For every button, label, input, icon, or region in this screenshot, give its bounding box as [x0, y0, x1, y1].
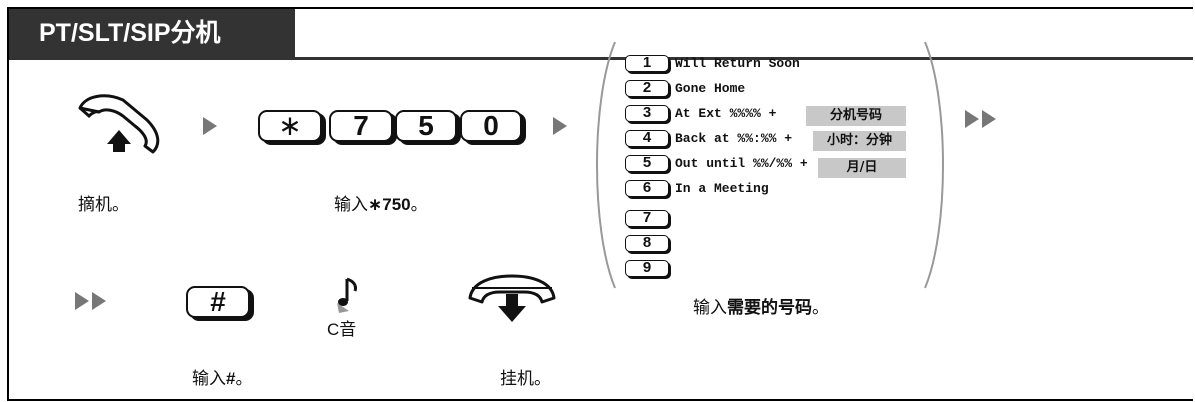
hour-minute-box: 小时：分钟	[813, 131, 906, 151]
option-key-8: 8	[625, 235, 669, 252]
option-text-2: Gone Home	[675, 81, 746, 96]
option-key-3: 3	[625, 105, 669, 122]
arrow-right-icon	[203, 117, 217, 135]
options-caption-prefix: 输入	[693, 298, 727, 317]
key-7: 7	[329, 110, 393, 142]
arrow-right-icon	[553, 117, 567, 135]
option-text-6: In a Meeting	[675, 181, 769, 196]
step2-caption-code: ∗750	[368, 195, 411, 214]
option-key-2: 2	[625, 80, 669, 97]
key-hash: #	[186, 286, 250, 318]
options-caption-suffix: 。	[812, 298, 829, 317]
step4-caption-prefix: 输入	[192, 369, 226, 388]
option-key-7: 7	[625, 210, 669, 227]
key-star: ∗	[258, 110, 322, 142]
step5-caption: 挂机。	[500, 369, 551, 388]
option-key-1: 1	[625, 55, 669, 72]
extension-number-box: 分机号码	[806, 106, 906, 126]
handset-onhook-icon	[468, 274, 556, 322]
option-key-6: 6	[625, 180, 669, 197]
option-text-3: At Ext %%%% +	[675, 106, 777, 121]
option-key-5: 5	[625, 155, 669, 172]
step4-caption-bold: #	[226, 369, 236, 388]
option-text-1: Will Return Soon	[675, 56, 800, 71]
option-key-4: 4	[625, 130, 669, 147]
tone-label: C音	[327, 320, 357, 339]
options-caption: 输入需要的号码。	[693, 293, 829, 318]
step1-caption: 摘机。	[78, 195, 129, 214]
key-0: 0	[460, 110, 522, 142]
diagram-frame	[7, 7, 1193, 401]
option-text-5: Out until %%/%% +	[675, 156, 808, 171]
options-caption-bold: 需要的号码	[727, 298, 812, 317]
option-text-4: Back at %%:%% +	[675, 131, 793, 146]
music-note-icon	[337, 277, 357, 313]
option-key-9: 9	[625, 260, 669, 277]
step2-caption-prefix: 输入	[334, 195, 368, 214]
handset-offhook-icon	[78, 94, 160, 154]
step4-caption-suffix: 。	[235, 369, 253, 388]
title-rule	[9, 57, 1193, 60]
options-bracket	[596, 41, 944, 289]
step4-caption: 输入#。	[192, 364, 252, 389]
step2-caption-suffix: 。	[410, 195, 428, 214]
key-5: 5	[395, 110, 457, 142]
step2-caption: 输入∗750。	[334, 190, 428, 215]
month-day-box: 月/日	[818, 158, 906, 178]
page-title: PT/SLT/SIP分机	[9, 9, 295, 57]
